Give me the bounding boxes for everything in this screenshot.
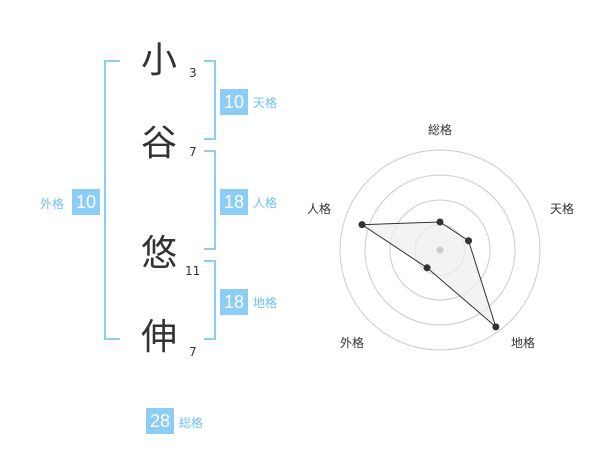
radar-series-polygon (360, 221, 497, 329)
chikaku-label: 地格 (253, 296, 278, 310)
stroke-count-2: 7 (189, 145, 197, 159)
chikaku-bracket (204, 260, 216, 340)
tenkaku-bracket (204, 60, 216, 140)
stroke-count-1: 3 (189, 66, 197, 80)
radar-axis-label-jinkaku: 人格 (307, 202, 332, 216)
radar-axis-label-chikaku: 地格 (511, 336, 536, 350)
radar-point-0 (436, 218, 444, 226)
radar-axis-label-gaikaku: 外格 (340, 336, 365, 350)
chikaku-value-box: 18 (220, 289, 248, 315)
jinkaku-label: 人格 (253, 196, 278, 210)
soukaku-label: 総格 (179, 416, 204, 430)
name-char-1: 小 (141, 40, 178, 81)
tenkaku-label: 天格 (253, 96, 278, 110)
radar-point-2 (492, 323, 500, 331)
radar-point-1 (465, 237, 473, 245)
gaikaku-bracket (104, 60, 120, 340)
jinkaku-value-box: 18 (220, 189, 248, 215)
name-char-3: 悠 (141, 233, 178, 274)
name-char-4: 伸 (141, 317, 178, 358)
tenkaku-value-box: 10 (220, 89, 248, 115)
radar-ring-2 (389, 199, 491, 301)
name-char-2: 谷 (141, 123, 178, 164)
gaikaku-label: 外格 (40, 197, 65, 211)
soukaku-value-box: 28 (146, 408, 174, 434)
radar-center-point (436, 246, 444, 254)
radar-point-3 (423, 264, 431, 272)
radar-ring-4 (339, 149, 541, 351)
radar-axis-label-soukaku: 総格 (428, 123, 453, 137)
stroke-count-4: 7 (189, 345, 197, 359)
radar-point-4 (358, 221, 366, 229)
stroke-count-3: 11 (185, 264, 201, 278)
radar-axis-label-tenkaku: 天格 (550, 202, 575, 216)
jinkaku-bracket (204, 150, 216, 250)
radar-ring-3 (364, 174, 516, 326)
gaikaku-value-box: 10 (72, 189, 100, 215)
